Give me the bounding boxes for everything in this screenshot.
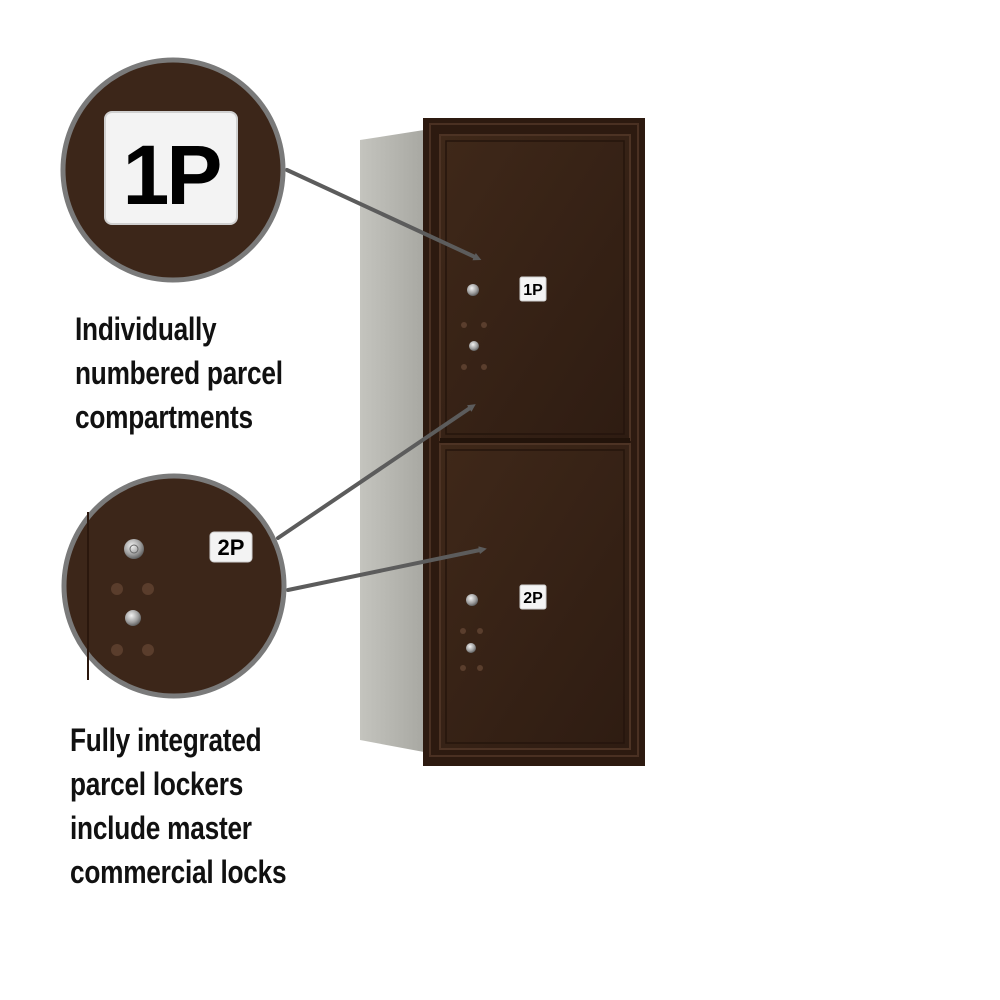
number-plate-closeup [104,111,238,225]
caption-line: Fully integrated [70,722,262,758]
lock-icon [466,594,478,606]
caption-line: numbered parcel [75,355,283,391]
lock-icon [467,284,479,296]
number-plate-closeup [209,531,253,563]
zoom-number-1p: 1P [123,128,221,222]
rivet-group [460,628,483,671]
arrow-to-top-door [276,404,476,540]
number-plate [519,584,547,610]
lock-icon [469,341,479,351]
arrow-to-1p-label [285,168,482,261]
number-plate [519,276,547,302]
lock-icon [124,539,144,559]
housing-side-panel [360,130,424,752]
caption-line: Individually [75,311,217,347]
caption-line: commercial locks [70,854,287,890]
caption-integrated-locks: Fully integrated parcel lockers include … [70,718,287,894]
caption-numbered-compartments: Individually numbered parcel compartment… [75,307,283,439]
rivet-group [111,583,154,656]
zoom-number-2p: 2P [218,535,245,560]
zoom-circle-locks: 2P [61,473,287,699]
door-number-2p: 2P [523,590,543,607]
caption-line: include master [70,810,252,846]
door-number-1p: 1P [523,282,543,299]
lock-icon [466,643,476,653]
zoom-circle-number-plate: 1P [60,57,286,283]
rivet-group [461,322,487,370]
parcel-locker-unit: 1P 2P [360,118,645,766]
callout-arrows [276,168,487,592]
lock-icon [125,610,141,626]
parcel-door-1p: 1P [439,134,631,441]
arrow-to-bottom-door [286,546,487,592]
caption-line: parcel lockers [70,766,244,802]
caption-line: compartments [75,399,253,435]
parcel-door-2p: 2P [439,443,631,750]
